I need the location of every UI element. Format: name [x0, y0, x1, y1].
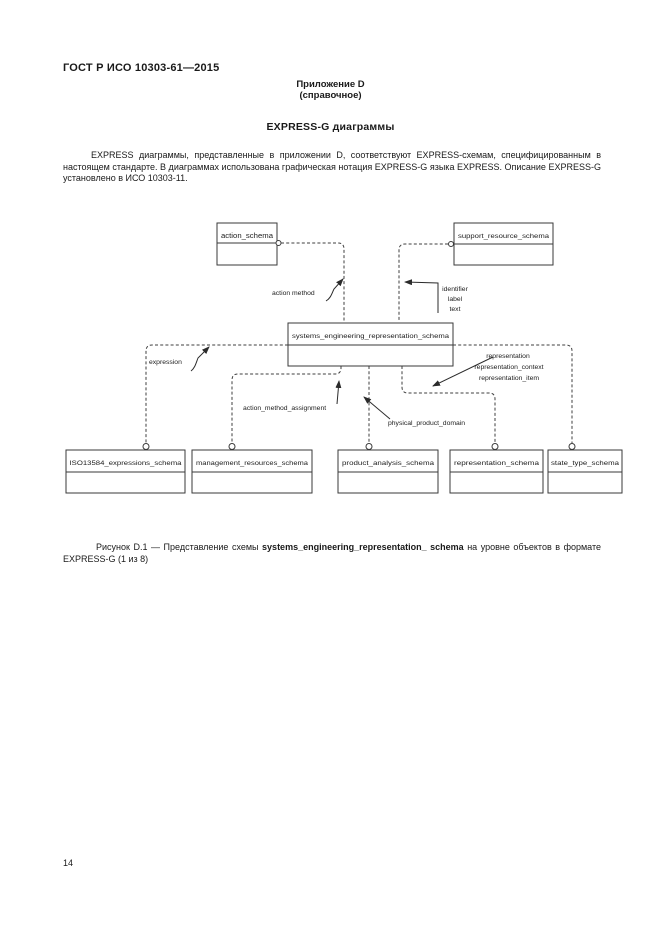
ref-label-representation-context: representation_context: [474, 364, 543, 371]
page-ref-circle: [491, 443, 499, 450]
ref-label-identifier: identifier: [442, 286, 468, 293]
intro-paragraph: EXPRESS диаграммы, представленные в прил…: [63, 150, 601, 183]
page-ref-circle: [448, 241, 454, 247]
ref-label-identifier-group: identifier label text: [442, 286, 468, 313]
relationship-line-action-method-assignment: [231, 366, 342, 443]
relationship-line-representation: [401, 366, 496, 443]
page-ref-circle: [365, 443, 373, 450]
page-ref-circle: [228, 443, 236, 450]
schema-box-management-resources: management_resources_schema: [191, 443, 313, 494]
ref-label-representation-group: representation representation_context re…: [474, 353, 543, 382]
figure-caption-suffix: на уровне объектов в формате EXPRESS-G (…: [63, 542, 602, 564]
schema-box-product-analysis: product_analysis_schema: [337, 443, 439, 494]
relationship-line-expression: [145, 344, 288, 443]
ref-label-action-method-assignment: action_method_assignment: [243, 405, 326, 412]
schema-label-iso13584-expressions: ISO13584_expressions_schema: [70, 460, 182, 467]
relationship-line-identifier: [398, 243, 448, 322]
figure-caption-prefix: Рисунок D.1 — Представление схемы: [96, 542, 263, 552]
leader-arrow-identifier: [404, 279, 439, 313]
schema-label-action: action_schema: [221, 233, 273, 240]
document-header: ГОСТ Р ИСО 10303-61—2015: [63, 62, 220, 74]
ref-label-representation: representation: [486, 353, 530, 360]
schema-label-support-resource: support_resource_schema: [458, 233, 549, 240]
annex-title: Приложение D: [296, 79, 365, 90]
relationship-line-action-method: [281, 242, 345, 322]
schema-box-support-resource: support_resource_schema: [448, 222, 554, 266]
figure-caption: Рисунок D.1 — Представление схемы system…: [63, 541, 601, 565]
page-number: 14: [63, 858, 74, 868]
schema-box-representation: representation_schema: [449, 443, 544, 494]
leader-arrow-representation: [432, 356, 494, 387]
relationship-line-state-type: [453, 344, 573, 443]
leader-arrow-action-method-assignment: [335, 380, 342, 405]
section-title: EXPRESS-G диаграммы: [266, 121, 395, 133]
schema-box-iso13584-expressions: ISO13584_expressions_schema: [65, 443, 186, 494]
schema-label-central: systems_engineering_representation_schem…: [292, 333, 449, 340]
ref-label-action-method: action method: [272, 290, 315, 297]
schema-label-management-resources: management_resources_schema: [196, 460, 308, 467]
annex-subtitle: (справочное): [299, 90, 362, 101]
page-ref-circle: [142, 443, 150, 450]
schema-label-representation: representation_schema: [454, 460, 539, 467]
leader-arrow-action-method: [325, 278, 344, 302]
schema-label-state-type: state_type_schema: [551, 460, 619, 467]
ref-label-representation-item: representation_item: [479, 375, 539, 382]
schema-box-central: systems_engineering_representation_schem…: [287, 322, 454, 367]
schema-box-state-type: state_type_schema: [547, 443, 623, 494]
schema-box-action: action_schema: [216, 222, 282, 266]
leader-arrow-physical-product-domain: [363, 396, 391, 420]
ref-label-physical-product-domain: physical_product_domain: [388, 420, 465, 427]
figure-caption-schema-name: systems_engineering_representation_ sche…: [262, 542, 464, 552]
schema-label-product-analysis: product_analysis_schema: [342, 460, 434, 467]
ref-label-text: text: [450, 306, 461, 313]
page-ref-circle: [568, 443, 576, 450]
page-ref-circle: [275, 240, 282, 246]
ref-label-expression: expression: [149, 359, 182, 366]
leader-arrow-expression: [190, 346, 210, 372]
ref-label-label: label: [448, 296, 463, 303]
